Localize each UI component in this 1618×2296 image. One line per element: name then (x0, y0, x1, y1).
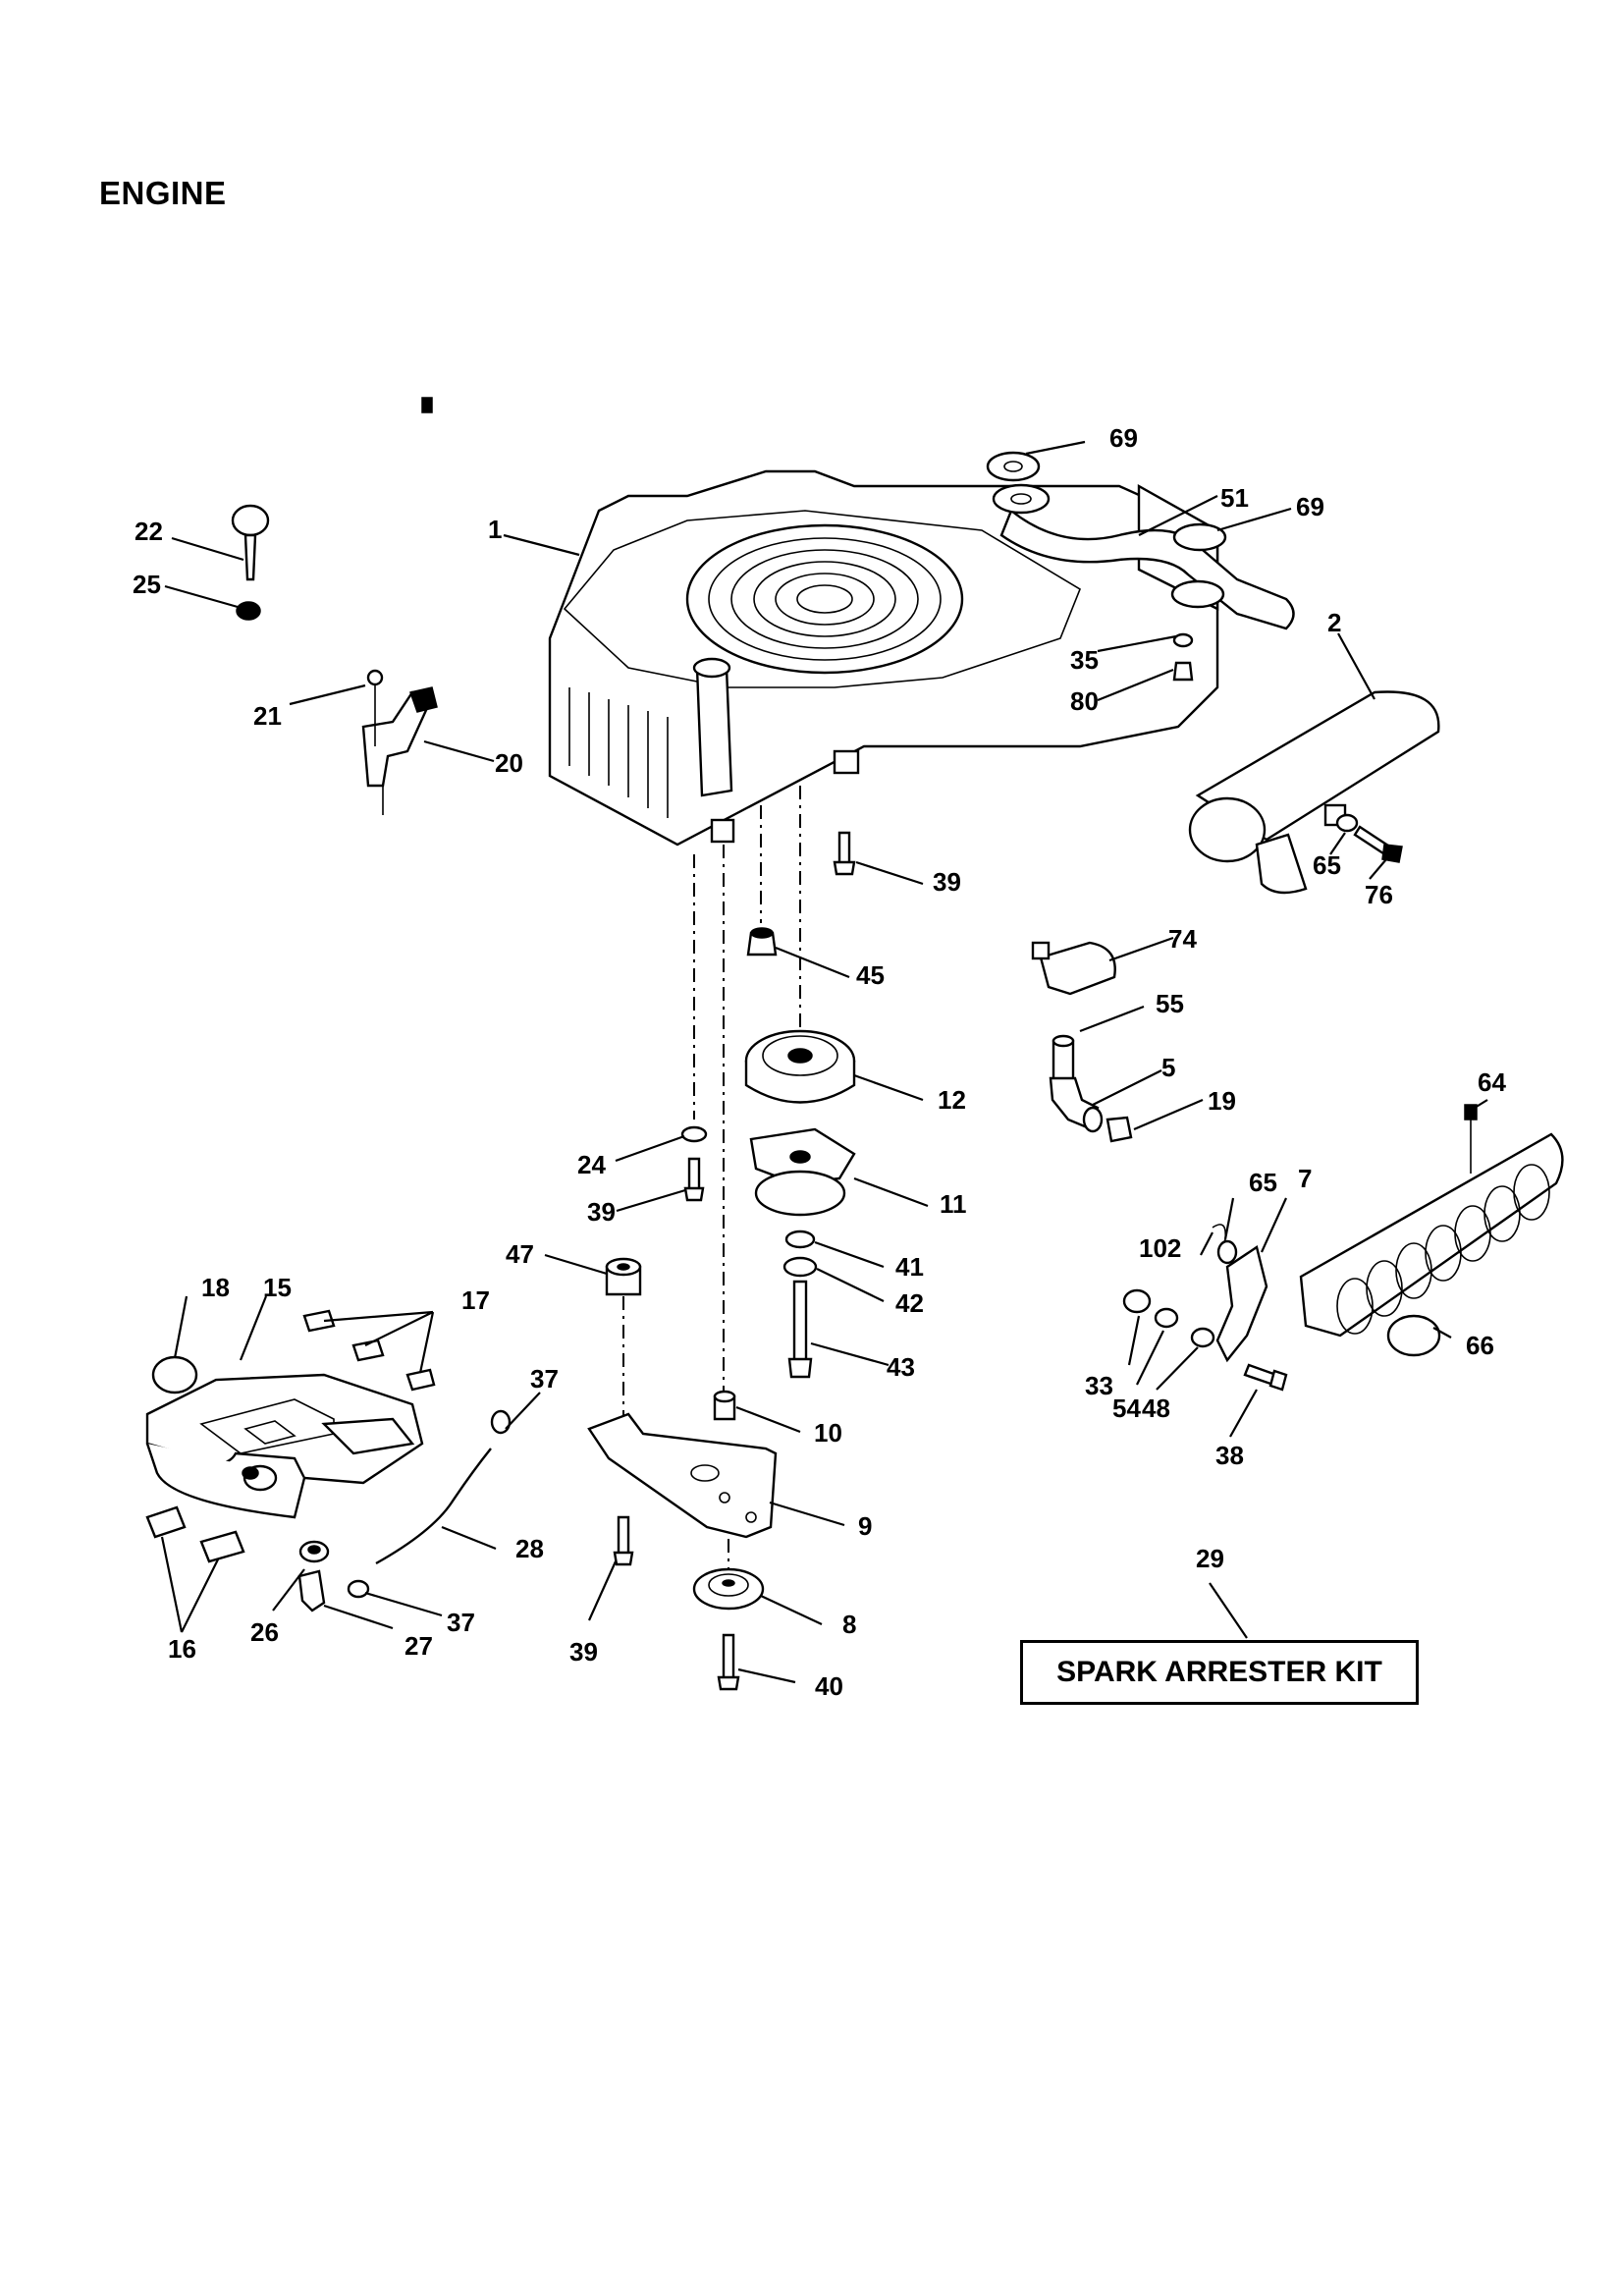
fuel-cap-part (231, 504, 270, 621)
bolt-part (717, 1633, 740, 1691)
callout-45: 45 (856, 960, 885, 990)
fuel-cap-part (151, 1355, 198, 1394)
washer-part (1154, 1307, 1179, 1329)
idler-pulley-part (692, 1567, 765, 1611)
spark-arrester-screen-part (1299, 1132, 1564, 1357)
callout-74: 74 (1168, 924, 1197, 954)
callout-55: 55 (1156, 989, 1184, 1018)
callout-25: 25 (133, 570, 161, 599)
callout-40: 40 (815, 1671, 843, 1701)
callout-20: 20 (495, 748, 523, 778)
callout-76: 76 (1365, 880, 1393, 909)
callout-9: 9 (858, 1511, 873, 1541)
callout-47: 47 (506, 1239, 534, 1269)
callout-7: 7 (1298, 1164, 1313, 1193)
spacer-part (605, 1257, 642, 1296)
callout-19: 19 (1208, 1086, 1236, 1116)
callout-11: 11 (940, 1189, 967, 1219)
callout-39-top: 39 (933, 867, 961, 897)
engine-part (421, 397, 1219, 847)
callout-42: 42 (895, 1288, 924, 1318)
spacer-part (713, 1390, 736, 1421)
callout-38: 38 (1215, 1441, 1244, 1470)
callout-1: 1 (488, 515, 503, 544)
bolt-part (613, 1515, 634, 1566)
bolt-part (1243, 1363, 1288, 1392)
arrester-bracket-part (1215, 1245, 1268, 1363)
callout-5: 5 (1161, 1053, 1176, 1082)
callout-80: 80 (1070, 686, 1099, 716)
plug-part (1106, 1116, 1133, 1143)
washer-part (784, 1230, 816, 1249)
washer-part (782, 1256, 818, 1278)
callout-54: 54 (1112, 1394, 1141, 1423)
bolt-part (833, 831, 856, 876)
bolt-part (1335, 813, 1403, 863)
callout-39-mid: 39 (587, 1197, 616, 1227)
bolt-part (1464, 1104, 1478, 1174)
bolt-part (683, 1157, 705, 1202)
callout-69-top: 69 (1109, 423, 1138, 453)
callout-48: 48 (1142, 1394, 1170, 1423)
callout-51: 51 (1220, 483, 1249, 513)
washer-part (1216, 1239, 1238, 1265)
callout-65-muffler: 65 (1313, 850, 1341, 880)
callout-22: 22 (135, 517, 163, 546)
callout-8: 8 (842, 1610, 857, 1639)
callout-33: 33 (1085, 1371, 1113, 1400)
fuel-line-part (375, 1448, 492, 1565)
callout-37-bottom: 37 (447, 1608, 475, 1637)
callout-41: 41 (895, 1252, 924, 1282)
page-title: ENGINE (99, 175, 227, 211)
callout-65-bracket: 65 (1249, 1168, 1277, 1197)
nut-part (1122, 1288, 1152, 1314)
pad-part (302, 1309, 436, 1392)
clamp-part (347, 1579, 370, 1599)
callout-35: 35 (1070, 645, 1099, 675)
callout-39-bottom: 39 (569, 1637, 598, 1667)
washer-part (1190, 1327, 1215, 1348)
leader-lines (160, 440, 1488, 1684)
callout-18: 18 (201, 1273, 230, 1302)
washer-part (680, 1125, 708, 1143)
callout-64: 64 (1478, 1067, 1506, 1097)
clamp-part (490, 1409, 512, 1435)
callout-15: 15 (263, 1273, 292, 1302)
callout-2: 2 (1327, 608, 1342, 637)
spark-arrester-kit-box: SPARK ARRESTER KIT (1020, 1640, 1419, 1705)
elbow-part (1049, 1076, 1104, 1133)
callout-28: 28 (515, 1534, 544, 1563)
bolt-part (787, 1280, 813, 1379)
callout-69-right: 69 (1296, 492, 1324, 521)
callout-27: 27 (404, 1631, 433, 1661)
fuel-tank-part (145, 1373, 424, 1519)
clutch-part (749, 1127, 856, 1217)
fuel-fitting-part (297, 1540, 330, 1613)
callout-102: 102 (1139, 1233, 1182, 1263)
callout-24: 24 (577, 1150, 606, 1179)
callout-16: 16 (168, 1634, 196, 1664)
throttle-bracket-part (361, 669, 438, 815)
callout-43: 43 (887, 1352, 915, 1382)
callout-37-top: 37 (530, 1364, 559, 1394)
callout-12: 12 (938, 1085, 966, 1115)
callout-10: 10 (814, 1418, 842, 1448)
callout-29: 29 (1196, 1544, 1224, 1573)
muffler-part (1188, 690, 1440, 895)
exhaust-pipe-part (986, 451, 1295, 682)
pad-part (145, 1505, 245, 1563)
elbow-part (1031, 941, 1116, 996)
callout-26: 26 (250, 1617, 279, 1647)
callout-17: 17 (461, 1285, 490, 1315)
spacer-part (746, 927, 778, 957)
callout-21: 21 (253, 701, 282, 731)
callout-66: 66 (1466, 1331, 1494, 1360)
idler-bracket-part (587, 1412, 778, 1539)
pulley-part (744, 1029, 856, 1104)
